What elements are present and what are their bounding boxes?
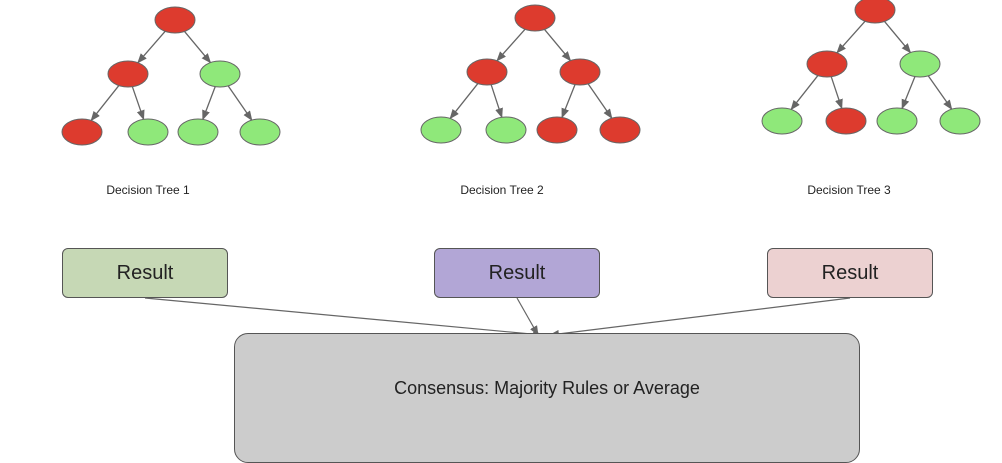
- decision-tree-1: [61, 6, 281, 146]
- tree-2-caption: Decision Tree 2: [460, 183, 544, 197]
- tree-3-edge-1: [836, 20, 866, 54]
- tree-3-caption: Decision Tree 3: [807, 183, 891, 197]
- tree-3-node-5-red: [825, 107, 867, 135]
- tree-1-node-2-red: [107, 60, 149, 88]
- result-2-label: Result: [488, 261, 546, 284]
- decision-tree-2: [420, 4, 641, 144]
- tree-3-edge-6: [927, 75, 953, 110]
- tree-1-edge-6: [227, 85, 253, 121]
- result-box-1: Result: [62, 248, 228, 298]
- tree-1-node-3-green: [199, 60, 241, 88]
- tree-2-edge-3: [449, 83, 479, 120]
- tree-3-node-2-red: [806, 50, 848, 78]
- tree-3-node-4-green: [761, 107, 803, 135]
- result-box-2: Result: [434, 248, 600, 298]
- result-3-label: Result: [821, 261, 879, 284]
- tree-2-node-2-red: [466, 58, 508, 86]
- tree-1-node-5-green: [127, 118, 169, 146]
- result-3-to-consensus-arrow: [549, 297, 851, 338]
- tree-2-edge-6: [587, 83, 613, 119]
- tree-1-caption: Decision Tree 1: [106, 183, 190, 197]
- result-box-3: Result: [767, 248, 933, 298]
- tree-2-node-4-green: [420, 116, 462, 144]
- tree-1-node-7-green: [239, 118, 281, 146]
- tree-2-node-6-red: [536, 116, 578, 144]
- decision-tree-diagram: [61, 0, 981, 339]
- tree-1-edge-1: [137, 30, 166, 64]
- result-1-to-consensus-arrow: [144, 297, 543, 339]
- tree-1-node-6-green: [177, 118, 219, 146]
- result-1-label: Result: [116, 261, 174, 284]
- tree-3-node-6-green: [876, 107, 918, 135]
- tree-3-edge-4: [830, 76, 843, 110]
- tree-3-node-3-green: [899, 50, 941, 78]
- tree-2-edge-1: [496, 28, 526, 62]
- tree-3-node-1-red: [854, 0, 896, 24]
- tree-1-edge-3: [90, 85, 120, 122]
- tree-3-edge-5: [901, 76, 916, 110]
- tree-2-node-1-red: [514, 4, 556, 32]
- tree-1-node-1-red: [154, 6, 196, 34]
- decision-tree-3: [761, 0, 981, 135]
- tree-1-edge-2: [184, 31, 212, 64]
- result-2-to-consensus-arrow: [516, 297, 539, 336]
- consensus-label: Consensus: Majority Rules or Average: [394, 378, 700, 398]
- tree-2-node-5-green: [485, 116, 527, 144]
- tree-1-edge-4: [131, 86, 145, 121]
- tree-3-edge-2: [884, 21, 912, 54]
- tree-1-edge-5: [202, 86, 216, 121]
- tree-3-node-7-green: [939, 107, 981, 135]
- tree-2-node-7-red: [599, 116, 641, 144]
- consensus-box: Consensus: Majority Rules or Average: [234, 333, 860, 463]
- tree-2-edge-5: [561, 84, 576, 119]
- tree-2-edge-2: [544, 29, 572, 62]
- tree-2-edge-4: [490, 84, 503, 119]
- tree-3-edge-3: [790, 75, 819, 111]
- tree-2-node-3-red: [559, 58, 601, 86]
- tree-1-node-4-red: [61, 118, 103, 146]
